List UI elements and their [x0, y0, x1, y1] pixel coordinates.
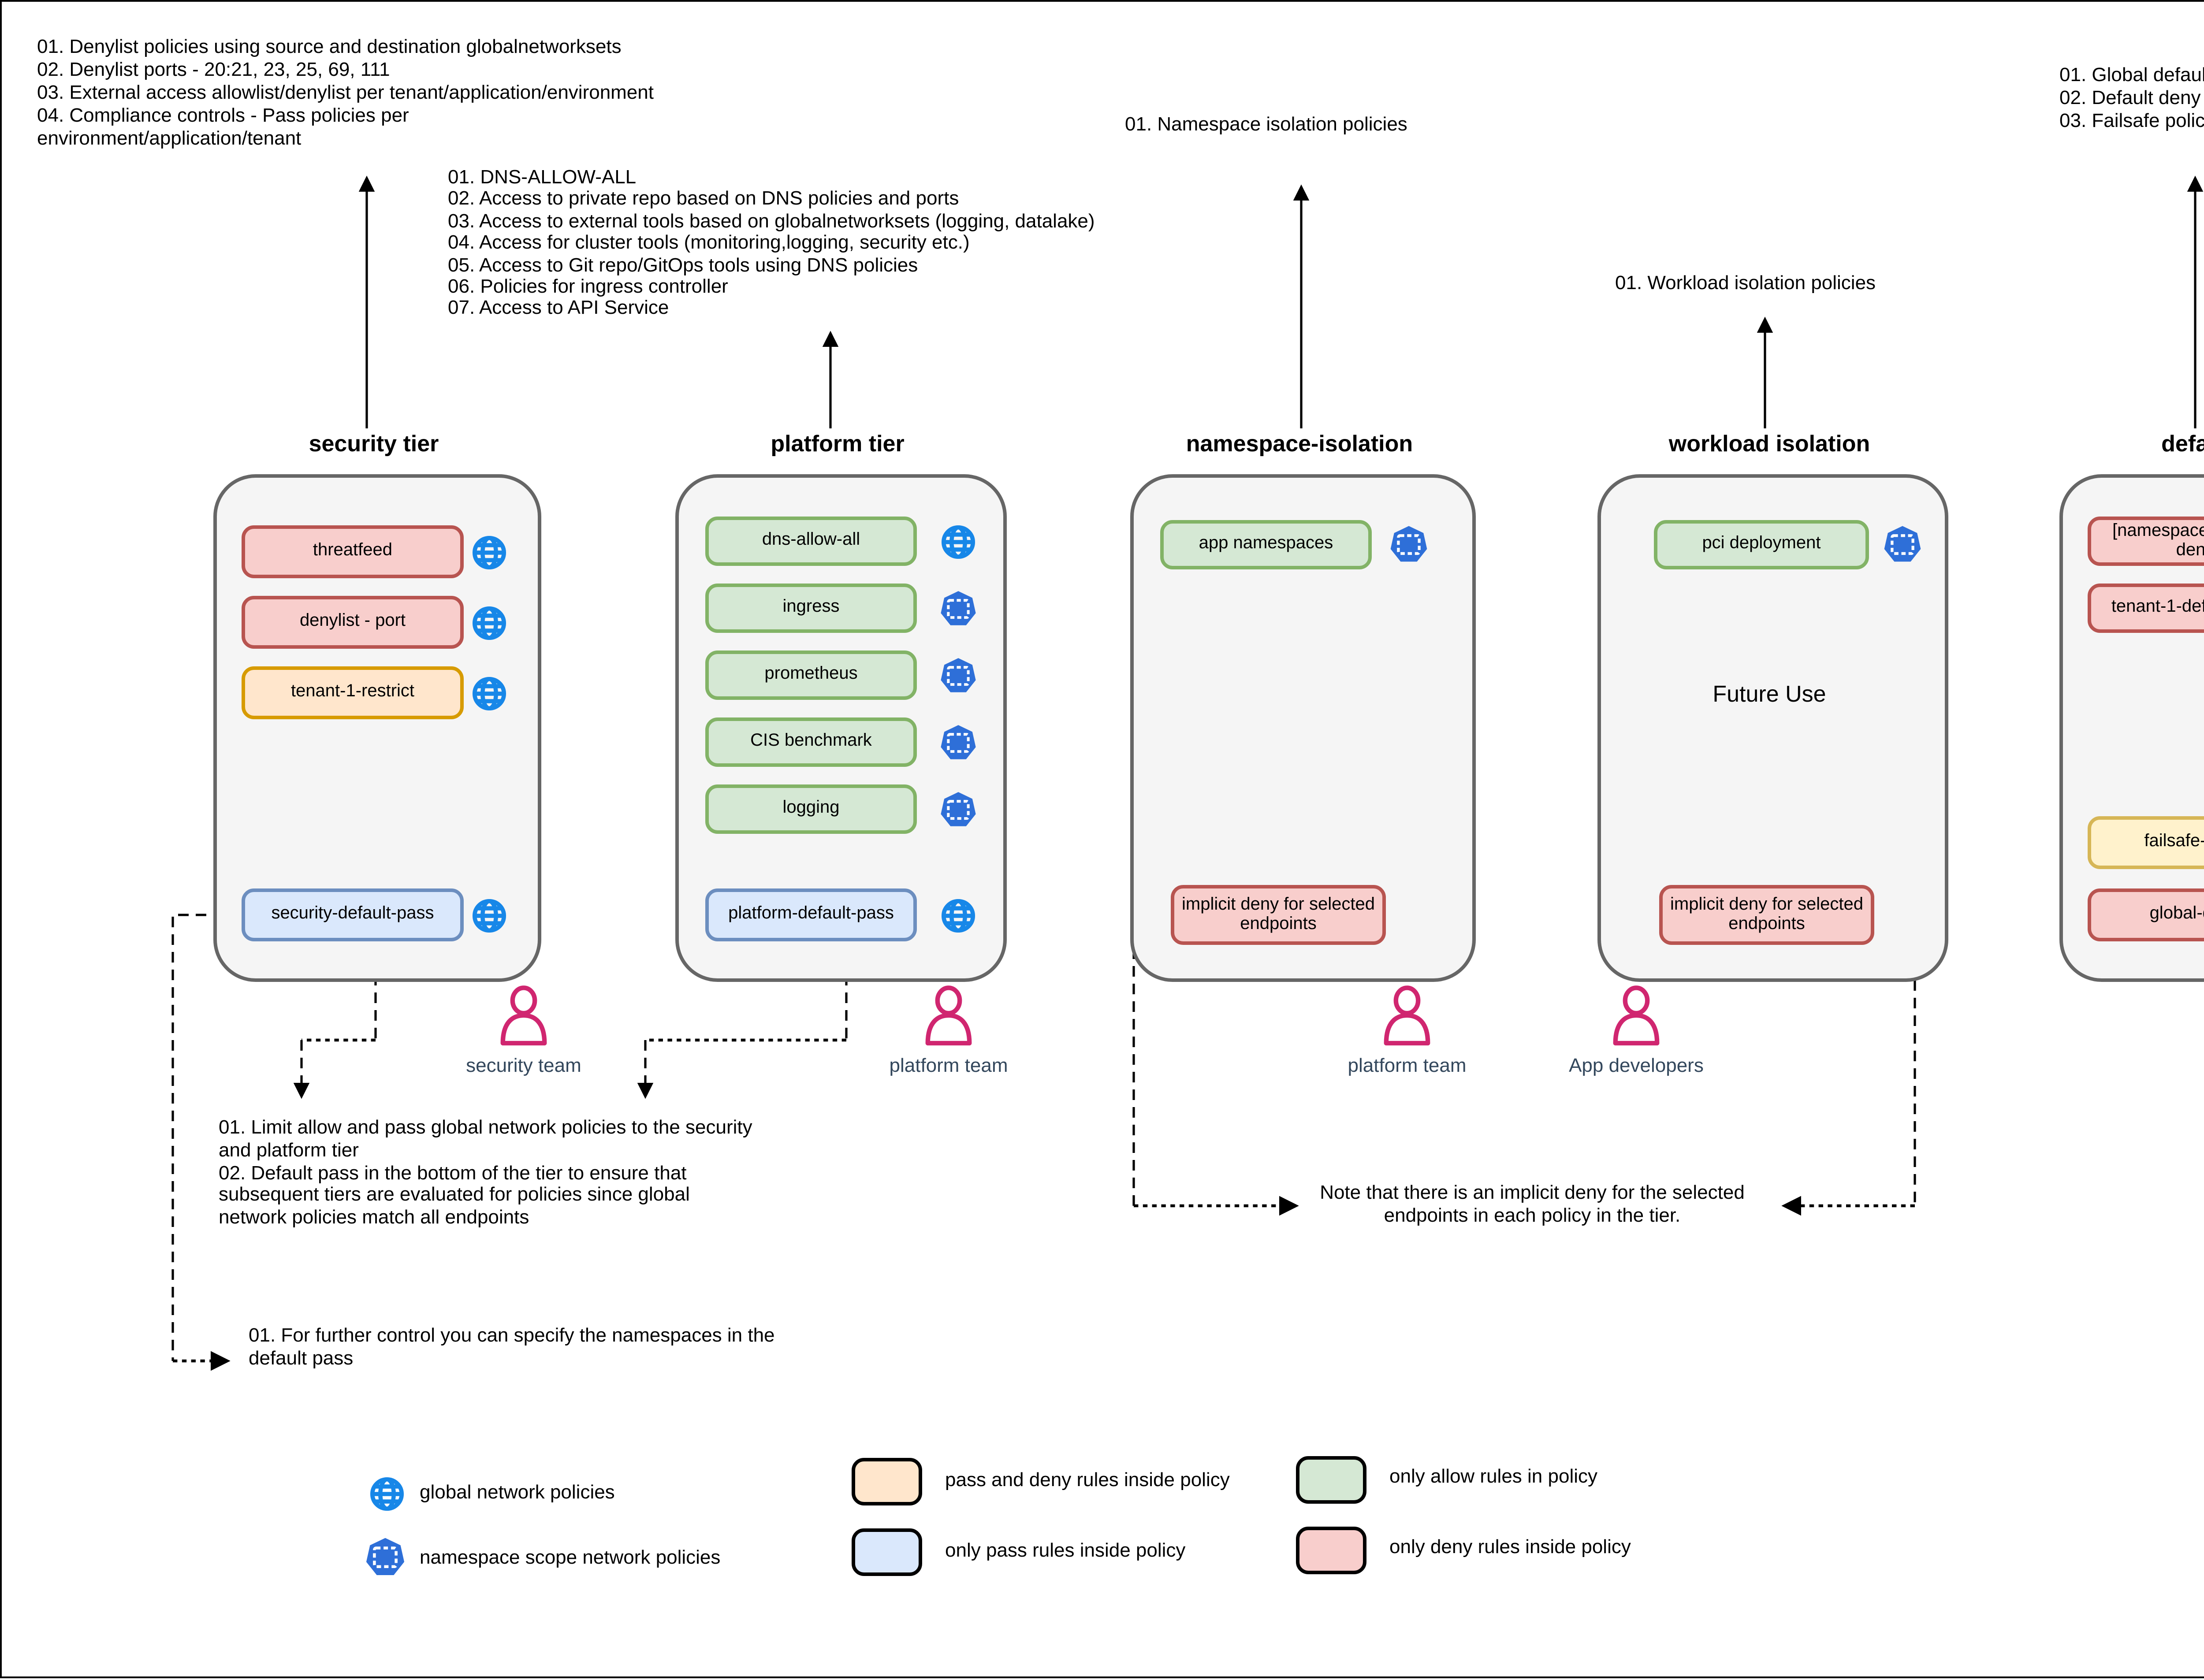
policy-app-namespaces: app namespaces — [1160, 520, 1372, 569]
note-line: 01. For further control you can specify … — [249, 1326, 775, 1347]
legend-label-pass-deny: pass and deny rules inside policy — [945, 1470, 1230, 1491]
tier-title-platform: platform tier — [771, 430, 905, 457]
policy-failsafe-allow: failsafe-allow — [2088, 816, 2204, 869]
team-label: platform team — [889, 1056, 1008, 1077]
tier-title-workload-isolation: workload isolation — [1668, 430, 1870, 457]
globe-icon — [469, 673, 510, 714]
annotation-line: 02. Default deny per namespace — [2059, 88, 2204, 109]
namespace-scope-icon — [938, 656, 979, 696]
annotation-default-tier: 01. Global default deny 02. Default deny… — [2059, 65, 2204, 134]
annotation-line: 07. Access to API Service — [448, 298, 669, 320]
annotation-line: 03. External access allowlist/denylist p… — [37, 83, 654, 104]
legend-label-only-deny: only deny rules inside policy — [1389, 1537, 1631, 1558]
policy-tenant-1-default-deny: tenant-1-default-deny — [2088, 584, 2204, 633]
annotation-workload-isolation: 01. Workload isolation policies — [1615, 273, 1876, 296]
policy-cis-benchmark: CIS benchmark — [705, 717, 917, 767]
annotation-line: 02. Access to private repo based on DNS … — [448, 189, 959, 211]
globe-icon — [469, 603, 510, 643]
annotation-platform-tier: 01. DNS-ALLOW-ALL 02. Access to private … — [448, 167, 1095, 320]
dotted-connectors — [173, 1038, 1915, 1371]
annotation-line: 04. Access for cluster tools (monitoring… — [448, 233, 970, 254]
policy-prometheus: prometheus — [705, 650, 917, 700]
legend-swatch-only-deny — [1296, 1527, 1366, 1574]
note-line: default pass — [249, 1349, 354, 1370]
note-limit-allow-pass: 01. Limit allow and pass global network … — [219, 1118, 752, 1230]
person-icon — [917, 984, 980, 1047]
namespace-scope-icon — [363, 1535, 407, 1580]
annotation-line: 01. Denylist policies using source and d… — [37, 37, 622, 58]
annotation-line: 06. Policies for ingress controller — [448, 277, 728, 298]
policy-global-deny: global-deny — [2088, 888, 2204, 941]
globe-icon — [938, 896, 979, 936]
policy-logging: logging — [705, 784, 917, 834]
annotation-line: 03. Access to external tools based on gl… — [448, 211, 1095, 233]
tier-title-default: default tier — [2161, 430, 2204, 457]
legend-swatch-only-pass — [852, 1528, 922, 1576]
annotation-line: environment/application/tenant — [37, 129, 302, 150]
note-line: subsequent tiers are evaluated for polic… — [219, 1185, 690, 1207]
policy-denylist-port: denylist - port — [242, 596, 464, 649]
annotation-line: 01. DNS-ALLOW-ALL — [448, 167, 637, 189]
namespace-scope-icon — [938, 723, 979, 763]
policy-namespace-default-deny: [namespace]-default-deny — [2088, 517, 2204, 566]
globe-icon — [938, 522, 979, 562]
note-further-control: 01. For further control you can specify … — [249, 1326, 775, 1372]
annotation-security-tier: 01. Denylist policies using source and d… — [37, 37, 654, 152]
person-icon — [492, 984, 555, 1047]
annotation-line: 01. Workload isolation policies — [1615, 273, 1876, 294]
legend-label-namespace: namespace scope network policies — [420, 1548, 721, 1569]
namespace-scope-icon — [1388, 524, 1430, 566]
legend-label-only-pass: only pass rules inside policy — [945, 1541, 1186, 1562]
annotation-namespace-isolation: 01. Namespace isolation policies — [1125, 115, 1407, 138]
annotation-line: 05. Access to Git repo/GitOps tools usin… — [448, 255, 918, 276]
note-line: network policies match all endpoints — [219, 1208, 529, 1229]
annotation-line: 01. Namespace isolation policies — [1125, 115, 1407, 136]
annotation-line: 03. Failsafe policies — [2059, 111, 2204, 132]
globe-icon — [469, 532, 510, 573]
team-label: platform team — [1348, 1056, 1467, 1077]
note-implicit-deny: Note that there is an implicit deny for … — [1307, 1183, 1758, 1228]
tier-title-security: security tier — [309, 430, 439, 457]
namespace-scope-icon — [938, 790, 979, 830]
annotation-line: 04. Compliance controls - Pass policies … — [37, 106, 409, 127]
note-line: Note that there is an implicit deny for … — [1320, 1183, 1745, 1204]
policy-threatfeed: threatfeed — [242, 525, 464, 578]
legend-label-global: global network policies — [420, 1483, 615, 1504]
note-line: 01. Limit allow and pass global network … — [219, 1118, 752, 1139]
note-line: 02. Default pass in the bottom of the ti… — [219, 1163, 687, 1184]
namespace-scope-icon — [938, 589, 979, 629]
policy-pci-deployment: pci deployment — [1654, 520, 1869, 569]
team-label: App developers — [1569, 1056, 1704, 1077]
legend-swatch-only-allow — [1296, 1456, 1366, 1504]
person-icon — [1605, 984, 1668, 1047]
note-line: endpoints in each policy in the tier. — [1384, 1205, 1681, 1227]
globe-icon — [367, 1474, 407, 1514]
legend-swatch-pass-deny — [852, 1458, 922, 1505]
policy-security-default-pass: security-default-pass — [242, 888, 464, 941]
policy-ingress: ingress — [705, 584, 917, 633]
note-line: and platform tier — [219, 1140, 359, 1162]
policy-implicit-deny-namespace: implicit deny for selected endpoints — [1171, 885, 1386, 945]
team-label: security team — [466, 1056, 581, 1077]
policy-implicit-deny-workload: implicit deny for selected endpoints — [1659, 885, 1874, 945]
tier-up-arrows — [358, 175, 2204, 428]
person-icon — [1375, 984, 1439, 1047]
policy-platform-default-pass: platform-default-pass — [705, 888, 917, 941]
tier-title-namespace-isolation: namespace-isolation — [1186, 430, 1413, 457]
namespace-scope-icon — [1881, 524, 1924, 566]
future-use-label: Future Use — [1713, 680, 1826, 707]
legend-label-only-allow: only allow rules in policy — [1389, 1467, 1597, 1488]
annotation-line: 01. Global default deny — [2059, 65, 2204, 86]
annotation-line: 02. Denylist ports - 20:21, 23, 25, 69, … — [37, 60, 390, 81]
policy-tenant-1-restrict: tenant-1-restrict — [242, 666, 464, 719]
policy-dns-allow-all: dns-allow-all — [705, 517, 917, 566]
globe-icon — [469, 896, 510, 936]
